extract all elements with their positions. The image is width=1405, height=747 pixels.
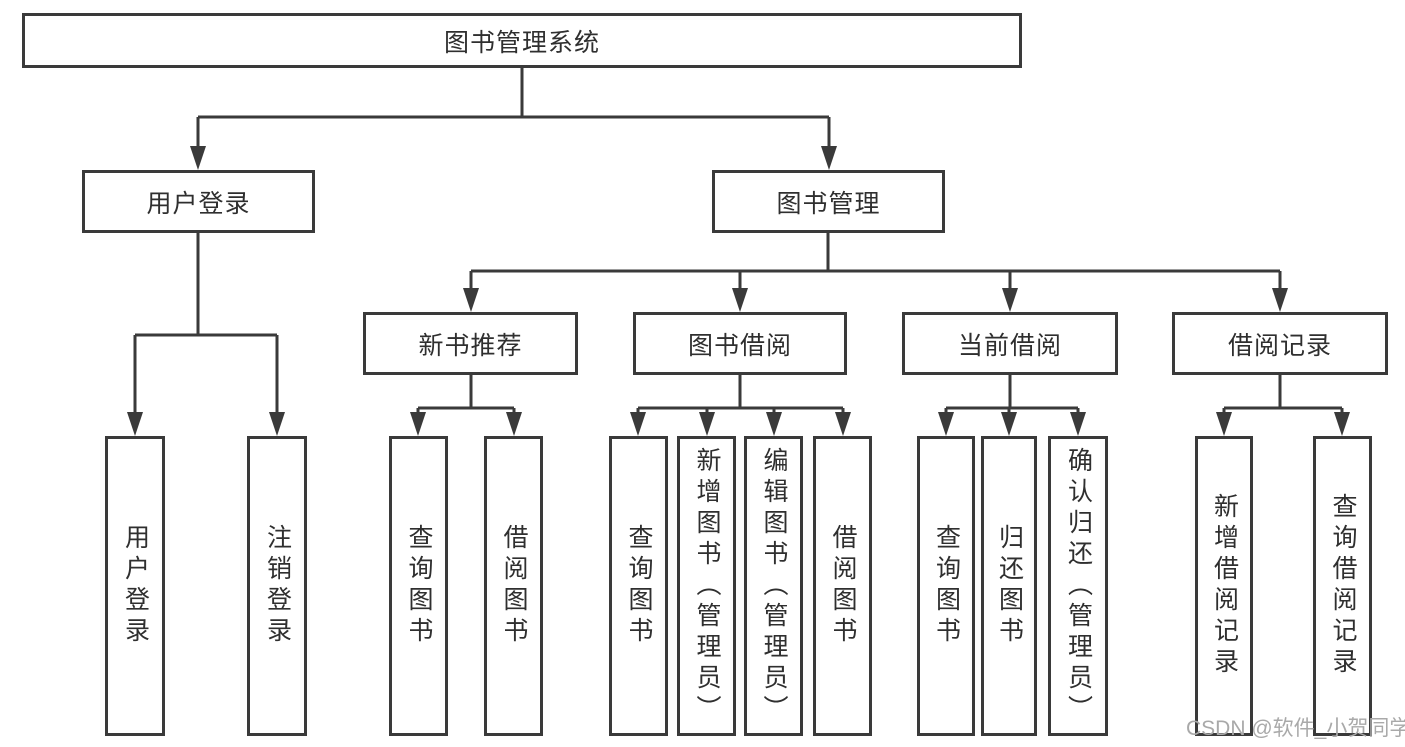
- leaf-add-borrow-record-label: 新增借阅记录: [1210, 493, 1239, 679]
- csdn-watermark: CSDN @软件_小贺同学: [1186, 717, 1405, 740]
- leaf-user-login-label: 用户登录: [121, 524, 150, 648]
- leaf-user-login: 用户登录: [105, 436, 165, 736]
- leaf-logout-label: 注销登录: [263, 524, 292, 648]
- node-book-borrowing: 图书借阅: [633, 312, 847, 375]
- leaf-query-books-current: 查询图书: [917, 436, 975, 736]
- node-library-management-system: 图书管理系统: [22, 13, 1022, 68]
- node-current-borrowing: 当前借阅: [902, 312, 1118, 375]
- node-borrowing-records: 借阅记录: [1172, 312, 1388, 375]
- leaf-add-books-admin: 新增图书（管理员）: [677, 436, 736, 736]
- leaf-query-books-borrowing-label: 查询图书: [625, 524, 653, 648]
- leaf-edit-books-admin-label: 编辑图书（管理员）: [760, 446, 788, 726]
- node-book-management: 图书管理: [712, 170, 945, 233]
- leaf-add-borrow-record: 新增借阅记录: [1195, 436, 1253, 736]
- leaf-query-books-borrowing: 查询图书: [609, 436, 668, 736]
- leaf-edit-books-admin: 编辑图书（管理员）: [744, 436, 803, 736]
- leaf-query-books-recommend: 查询图书: [389, 436, 448, 736]
- leaf-borrow-books-borrowing-label: 借阅图书: [829, 524, 857, 648]
- leaf-borrow-books-borrowing: 借阅图书: [813, 436, 872, 736]
- leaf-query-books-recommend-label: 查询图书: [405, 524, 433, 648]
- leaf-confirm-return-admin-label: 确认归还（管理员）: [1064, 446, 1093, 726]
- node-new-book-recommend: 新书推荐: [363, 312, 578, 375]
- leaf-borrow-books-recommend: 借阅图书: [484, 436, 543, 736]
- leaf-add-books-admin-label: 新增图书（管理员）: [693, 446, 721, 726]
- leaf-borrow-books-recommend-label: 借阅图书: [500, 524, 528, 648]
- leaf-query-borrow-record-label: 查询借阅记录: [1329, 493, 1357, 679]
- leaf-query-borrow-record: 查询借阅记录: [1313, 436, 1372, 736]
- leaf-logout: 注销登录: [247, 436, 307, 736]
- leaf-return-books-label: 归还图书: [995, 524, 1024, 648]
- node-user-login: 用户登录: [82, 170, 315, 233]
- leaf-query-books-current-label: 查询图书: [932, 524, 961, 648]
- leaf-confirm-return-admin: 确认归还（管理员）: [1048, 436, 1108, 736]
- leaf-return-books: 归还图书: [981, 436, 1037, 736]
